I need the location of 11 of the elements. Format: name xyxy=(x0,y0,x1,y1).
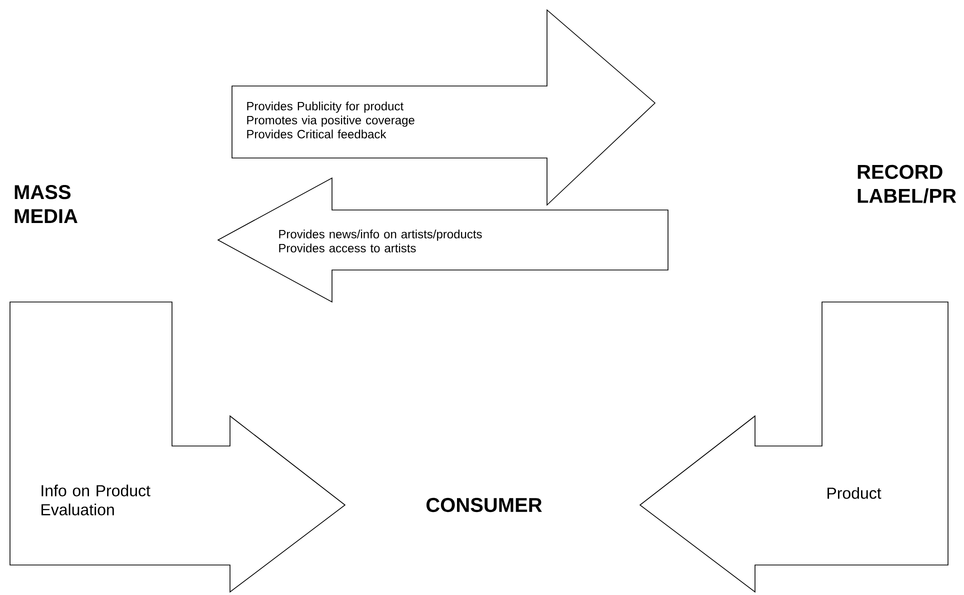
edge-label: Provides Publicity for product Promotes via positive coverage Provides Critical feedback xyxy=(247,102,414,138)
edge-label: Product xyxy=(828,487,882,499)
block-arrow xyxy=(232,9,656,206)
heading-text: RECORD LABEL/PR xyxy=(858,164,956,204)
heading-text: MASS MEDIA xyxy=(14,185,78,223)
block-arrow xyxy=(10,302,346,593)
edge-label: Provides news/info on artists/products Provides access to artists xyxy=(279,230,482,252)
heading-text: CONSUMER xyxy=(426,498,542,512)
block-arrow xyxy=(217,177,668,303)
block-arrow xyxy=(639,302,948,593)
edge-label: Info on Product Evaluation xyxy=(42,484,150,516)
